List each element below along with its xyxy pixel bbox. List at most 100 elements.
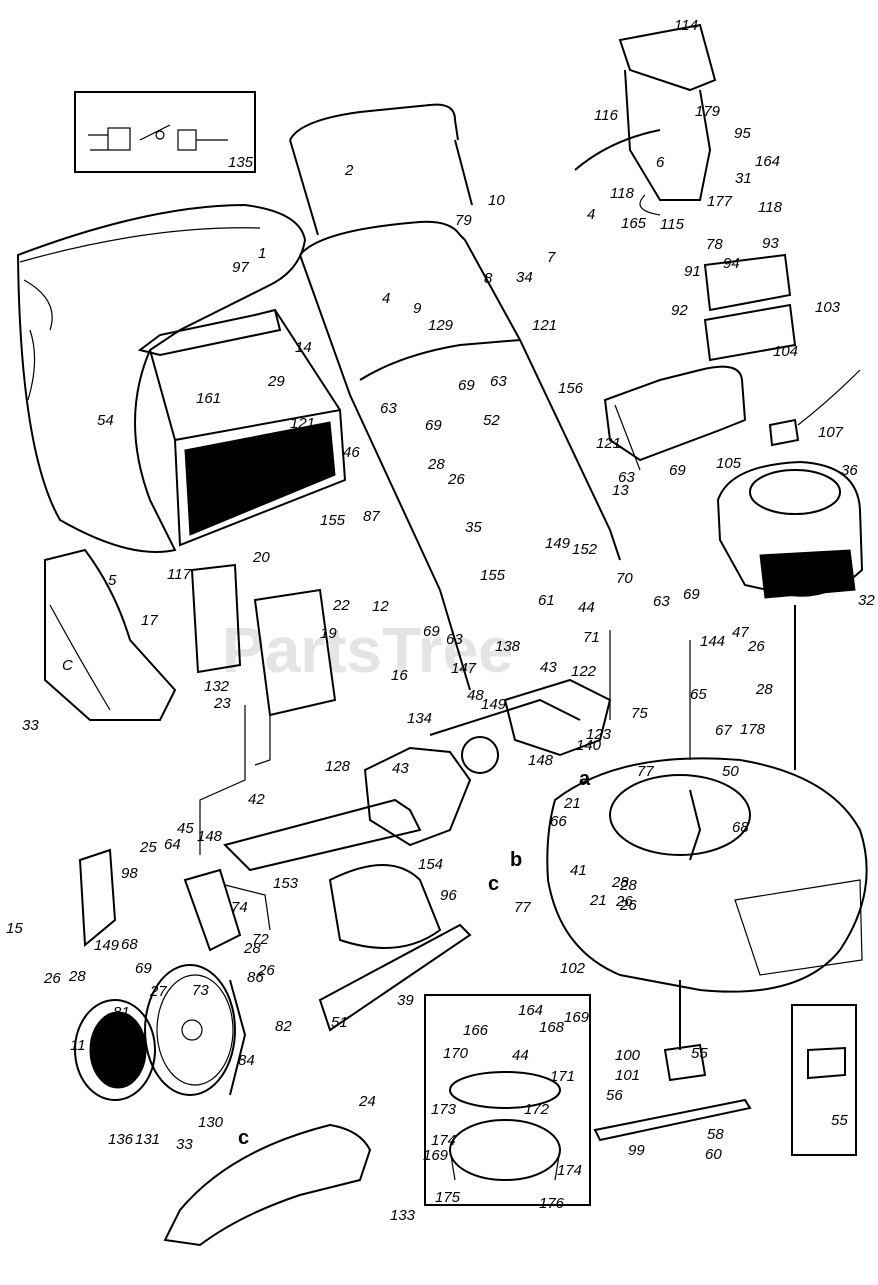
part-callout-95: 95: [734, 125, 751, 142]
part-callout-178: 178: [740, 721, 766, 738]
blade-56: [593, 980, 752, 1142]
hubcap-11: [74, 999, 156, 1101]
part-callout-52: 52: [483, 412, 500, 429]
part-callout-4: 4: [382, 290, 390, 307]
part-callout-140: 140: [576, 737, 602, 754]
part-callout-164: 164: [518, 1002, 543, 1019]
part-callout-51: 51: [331, 1014, 348, 1031]
transmission-assembly: [223, 678, 612, 872]
part-callout-121: 121: [290, 415, 315, 432]
side-plate-15: [78, 848, 117, 948]
part-callout-32: 32: [858, 592, 875, 609]
part-callout-11: 11: [70, 1037, 86, 1054]
part-callout-174: 174: [557, 1162, 582, 1179]
part-callout-64: 64: [164, 836, 181, 853]
part-callout-68: 68: [121, 936, 138, 953]
part-callout-33: 33: [176, 1136, 193, 1153]
part-callout-148: 148: [528, 752, 554, 769]
part-callout-169: 169: [564, 1009, 590, 1026]
part-callout-116: 116: [594, 107, 619, 124]
part-callout-54: 54: [97, 412, 114, 429]
part-callout-152: 152: [572, 541, 598, 558]
plate-17: [190, 563, 337, 717]
part-callout-99: 99: [628, 1142, 645, 1159]
part-callout-176: 176: [539, 1195, 565, 1212]
part-callout-156: 156: [558, 380, 584, 397]
part-callout-148: 148: [197, 828, 223, 845]
part-callout-74: 74: [231, 899, 248, 916]
part-callout-70: 70: [616, 570, 633, 587]
part-callout-5: 5: [108, 572, 117, 589]
part-callout-81: 81: [113, 1004, 130, 1021]
part-callout-17: 17: [141, 612, 158, 629]
part-callout-122: 122: [571, 663, 597, 680]
part-callout-36: 36: [841, 462, 858, 479]
part-callout-97: 97: [232, 259, 249, 276]
part-callout-161: 161: [196, 390, 221, 407]
part-callout-170: 170: [443, 1045, 469, 1062]
part-callout-69: 69: [425, 417, 442, 434]
grass-bag-38: [16, 203, 307, 553]
part-callout-69: 69: [458, 377, 475, 394]
part-callout-21: 21: [589, 892, 607, 909]
part-callout-19: 19: [320, 625, 337, 642]
part-callout-63: 63: [380, 400, 397, 417]
part-callout-101: 101: [615, 1067, 640, 1084]
part-callout-177: 177: [707, 193, 733, 210]
part-callout-135: 135: [228, 154, 254, 171]
part-callout-147: 147: [451, 660, 477, 677]
part-callout-35: 35: [465, 519, 482, 536]
part-callout-26: 26: [257, 962, 275, 979]
part-callout-117: 117: [167, 566, 192, 583]
part-callout-45: 45: [177, 820, 194, 837]
part-callout-44: 44: [512, 1047, 529, 1064]
part-callout-28: 28: [611, 874, 629, 891]
part-callout-155: 155: [320, 512, 346, 529]
part-callout-47: 47: [732, 624, 749, 641]
part-callout-92: 92: [671, 302, 688, 319]
part-callout-118: 118: [758, 199, 783, 216]
cover-96: [328, 864, 442, 949]
part-callout-171: 171: [550, 1068, 575, 1085]
part-callout-12: 12: [372, 598, 389, 615]
part-callout-94: 94: [723, 255, 740, 272]
letter-marker-C: C: [62, 657, 73, 674]
part-callout-87: 87: [363, 508, 380, 525]
part-callout-66: 66: [550, 813, 567, 830]
part-callout-79: 79: [455, 212, 472, 229]
part-callout-63: 63: [446, 631, 463, 648]
part-callout-175: 175: [435, 1189, 461, 1206]
part-callout-144: 144: [700, 633, 725, 650]
inset-55-box: [791, 1004, 857, 1156]
part-callout-1: 1: [258, 245, 266, 262]
letter-marker-c: c: [238, 1127, 249, 1149]
part-callout-65: 65: [690, 686, 707, 703]
part-callout-149: 149: [481, 696, 507, 713]
part-callout-72: 72: [252, 931, 269, 948]
part-callout-21: 21: [563, 795, 581, 812]
part-callout-174: 174: [431, 1132, 456, 1149]
part-callout-44: 44: [578, 599, 595, 616]
part-callout-123: 123: [586, 726, 612, 743]
part-callout-136: 136: [108, 1131, 134, 1148]
part-callout-10: 10: [488, 192, 505, 209]
part-callout-61: 61: [538, 592, 555, 609]
part-callout-133: 133: [390, 1207, 416, 1224]
part-callout-104: 104: [773, 343, 798, 360]
part-callout-43: 43: [540, 659, 557, 676]
part-callout-69: 69: [669, 462, 686, 479]
part-callout-29: 29: [267, 373, 285, 390]
control-lever-assembly: [574, 23, 717, 216]
part-callout-69: 69: [683, 586, 700, 603]
part-callout-91: 91: [684, 263, 701, 280]
part-callout-48: 48: [467, 687, 484, 704]
engine-36: [716, 460, 864, 770]
part-callout-105: 105: [716, 455, 742, 472]
part-callout-33: 33: [22, 717, 39, 734]
part-callout-24: 24: [358, 1093, 376, 1110]
part-callout-134: 134: [407, 710, 432, 727]
letter-marker-b: b: [510, 849, 522, 871]
part-callout-155: 155: [480, 567, 506, 584]
part-callout-82: 82: [275, 1018, 292, 1035]
part-callout-80: 80: [103, 1025, 120, 1042]
